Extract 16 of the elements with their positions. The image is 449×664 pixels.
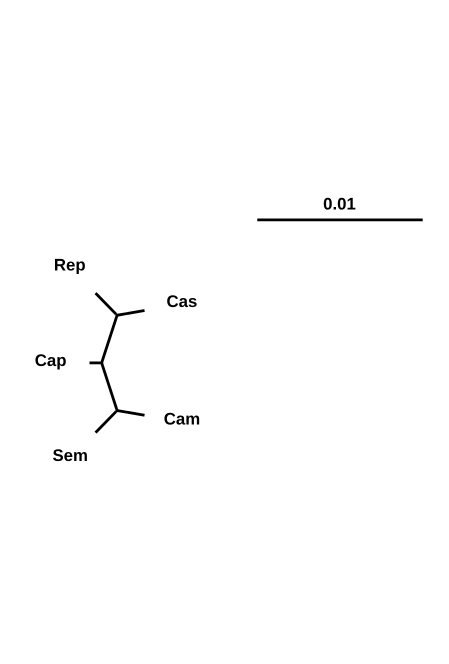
connector	[118, 309, 145, 316]
node-text: Rep	[54, 256, 86, 275]
node-text: Cas	[166, 292, 198, 311]
connector	[90, 361, 100, 364]
node-point	[115, 314, 119, 317]
connector	[94, 292, 117, 316]
label: 0.01	[323, 194, 356, 214]
connector	[94, 410, 117, 434]
node-point	[115, 408, 119, 412]
connector	[100, 316, 118, 362]
connector	[118, 409, 145, 417]
node-point	[100, 361, 104, 365]
connector	[100, 363, 118, 410]
node-text: Cap	[34, 350, 66, 370]
node-text: Sem	[52, 446, 88, 466]
node-text: Cam	[164, 410, 200, 429]
